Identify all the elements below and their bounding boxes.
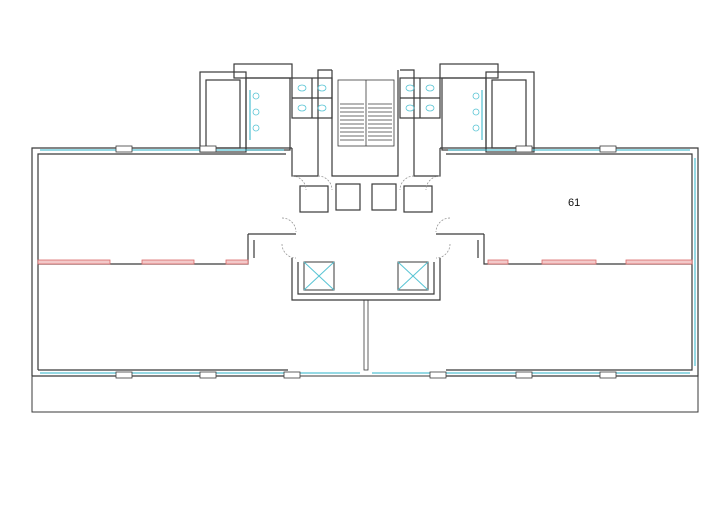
right-toilet-block — [399, 63, 535, 153]
building-base-slab — [31, 375, 699, 413]
room-label: 61 — [568, 197, 580, 209]
partition-walls — [37, 259, 693, 265]
door-swings — [281, 175, 451, 259]
central-divider-wall — [363, 299, 369, 371]
central-core-walls — [38, 69, 692, 301]
sanitary-fixtures — [252, 84, 480, 132]
columns — [115, 145, 617, 379]
lift-shafts — [303, 261, 429, 291]
windows — [40, 90, 696, 374]
central-staircase — [337, 79, 395, 147]
left-toilet-block — [199, 63, 333, 153]
